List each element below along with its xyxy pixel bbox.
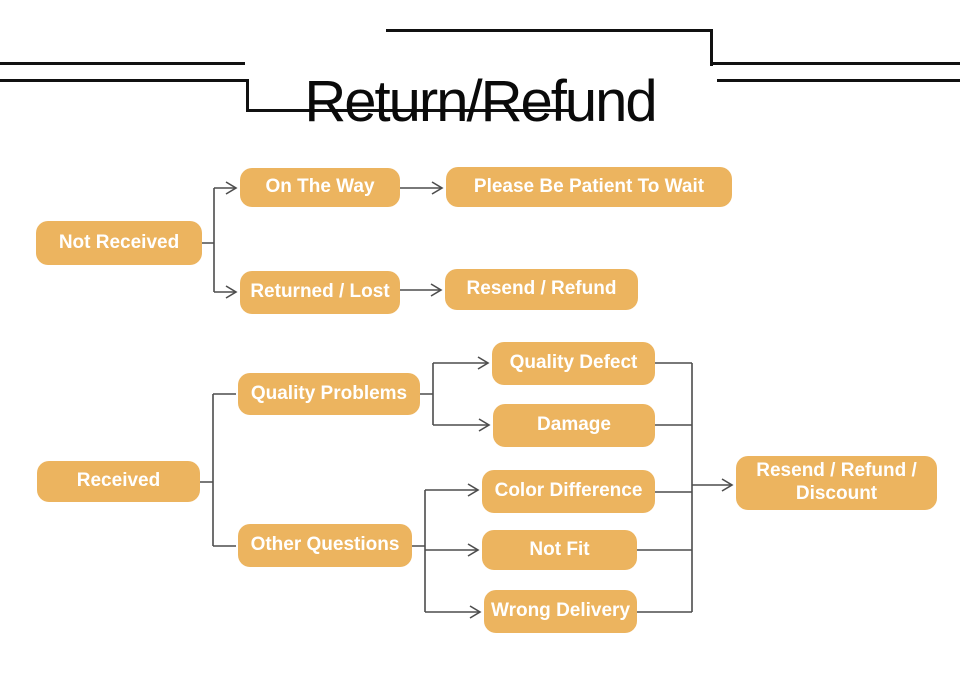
node-resend-refund-discount: Resend / Refund / Discount [736,456,937,510]
node-damage: Damage [493,404,655,447]
node-on-the-way: On The Way [240,168,400,207]
branch-received [200,393,236,547]
title-frame-line-right-mid [710,62,960,65]
node-other-questions: Other Questions [238,524,412,567]
title-frame-line-top [386,29,713,32]
node-quality-defect: Quality Defect [492,342,655,385]
title-frame-line-left-vert [246,79,249,112]
node-not-fit: Not Fit [482,530,637,570]
node-returned-lost: Returned / Lost [240,271,400,314]
branch-merge-outcomes [637,362,693,613]
node-please-be-patient: Please Be Patient To Wait [446,167,732,207]
title-frame-line-right-vert [710,29,713,66]
branch-quality-problems [420,363,434,425]
title-frame-line-right-low [717,79,960,82]
node-color-difference: Color Difference [482,470,655,513]
node-not-received: Not Received [36,221,202,265]
node-received: Received [37,461,200,502]
branch-not-received [202,188,215,292]
node-quality-problems: Quality Problems [238,373,420,415]
page-title: Return/Refund [304,68,657,134]
title-frame-line-bottom [246,109,573,112]
node-resend-refund: Resend / Refund [445,269,638,310]
title-frame-line-left-top [0,62,245,65]
branch-other-questions [412,490,426,612]
title-frame-line-left-mid [0,79,249,82]
node-wrong-delivery: Wrong Delivery [484,590,637,633]
